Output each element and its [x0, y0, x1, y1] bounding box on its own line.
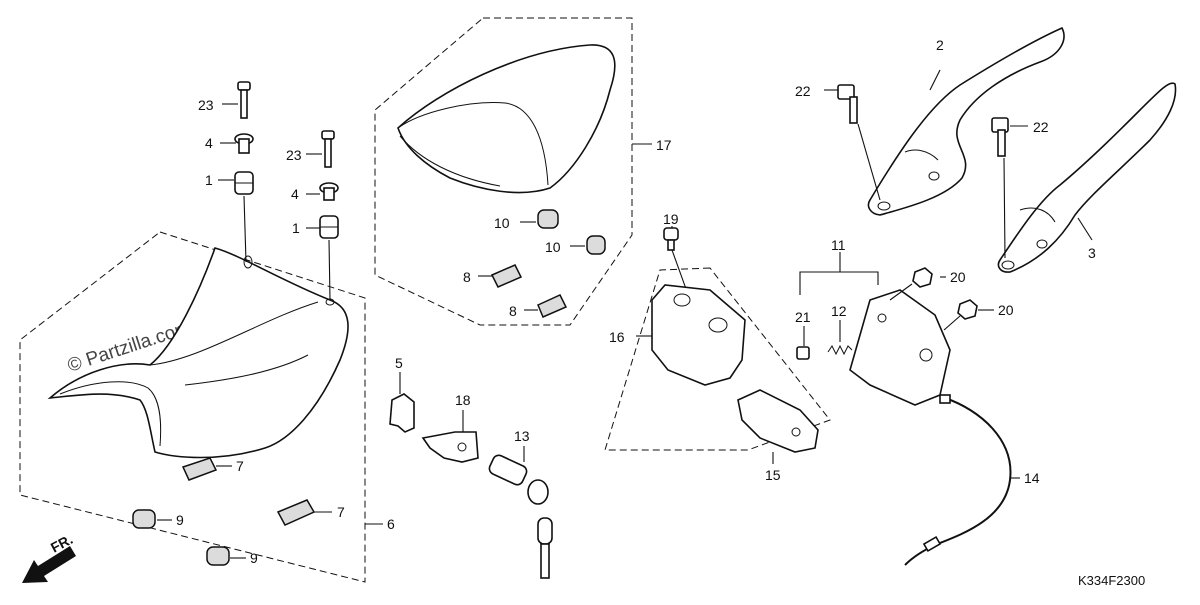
bolt-22-left[interactable]	[837, 84, 858, 124]
callout-1: 1	[292, 220, 300, 236]
rubber-9-lower[interactable]	[206, 546, 230, 566]
rear-seat-cowl[interactable]	[397, 44, 616, 194]
callout-9: 9	[250, 550, 258, 566]
cushion-8-lower[interactable]	[537, 294, 568, 318]
rubber-9-upper[interactable]	[132, 509, 156, 529]
callout-7: 7	[337, 504, 345, 520]
bolt-22-right[interactable]	[991, 117, 1009, 157]
bolt-19[interactable]	[663, 227, 679, 251]
callout-3: 3	[1088, 245, 1096, 261]
callout-4: 4	[291, 186, 299, 202]
callout-19: 19	[663, 211, 679, 227]
rubber-1-left[interactable]	[234, 171, 254, 195]
callout-23: 23	[198, 97, 214, 113]
callout-8: 8	[509, 303, 517, 319]
seat-lock-cylinder[interactable]	[487, 453, 553, 579]
callout-17: 17	[656, 137, 672, 153]
rubber-10-upper[interactable]	[537, 209, 559, 229]
nut-20-upper[interactable]	[912, 267, 933, 288]
leader-lines	[157, 69, 1093, 559]
group-outline-seat-lock	[604, 267, 831, 451]
callout-22: 22	[1033, 119, 1049, 135]
cushion-7-upper[interactable]	[181, 457, 218, 481]
callout-13: 13	[514, 428, 530, 444]
rubber-1-right[interactable]	[319, 215, 339, 239]
seat-cable[interactable]	[904, 394, 1012, 566]
callout-20: 20	[998, 302, 1014, 318]
collar-4-left[interactable]	[234, 133, 254, 154]
bolt-23-left[interactable]	[237, 81, 251, 119]
callout-10: 10	[545, 239, 561, 255]
clip-5[interactable]	[389, 393, 415, 433]
callout-10: 10	[494, 215, 510, 231]
cushion-7-lower[interactable]	[276, 499, 316, 526]
callout-14: 14	[1024, 470, 1040, 486]
callout-6: 6	[387, 516, 395, 532]
callout-21: 21	[795, 309, 811, 325]
callout-23: 23	[286, 147, 302, 163]
callout-20: 20	[950, 269, 966, 285]
callout-11: 11	[831, 237, 846, 253]
bolt-23-right[interactable]	[321, 130, 335, 168]
callout-9: 9	[176, 512, 184, 528]
callout-2: 2	[936, 37, 944, 53]
callout-22: 22	[795, 83, 811, 99]
group-outline-front-seat	[19, 231, 366, 583]
callout-4: 4	[205, 135, 213, 151]
pin-21[interactable]	[796, 346, 810, 360]
bracket-18[interactable]	[421, 431, 479, 463]
spring-12[interactable]	[827, 344, 853, 356]
callout-1: 1	[205, 172, 213, 188]
callout-5: 5	[395, 355, 403, 371]
rubber-10-lower[interactable]	[586, 235, 606, 255]
diagram-code: K334F2300	[1078, 573, 1145, 588]
callout-18: 18	[455, 392, 471, 408]
seat-lock-assembly[interactable]	[651, 284, 819, 453]
nut-20-lower[interactable]	[957, 299, 978, 320]
cushion-8-upper[interactable]	[490, 264, 523, 288]
collar-4-right[interactable]	[319, 182, 339, 201]
seat-latch[interactable]	[849, 289, 951, 406]
callout-15: 15	[765, 467, 781, 483]
callout-16: 16	[609, 329, 625, 345]
callouts: 23 4 1 23 4 1 17 10 10 8 8 5 18 13 7 7 6…	[176, 37, 1096, 566]
callout-7: 7	[236, 458, 244, 474]
grab-rail-left[interactable]	[867, 26, 1065, 216]
grab-rail-right[interactable]	[997, 82, 1177, 273]
callout-12: 12	[831, 303, 847, 319]
callout-8: 8	[463, 269, 471, 285]
front-direction-arrow	[22, 546, 76, 583]
group-outline-rear-seat	[374, 17, 633, 326]
